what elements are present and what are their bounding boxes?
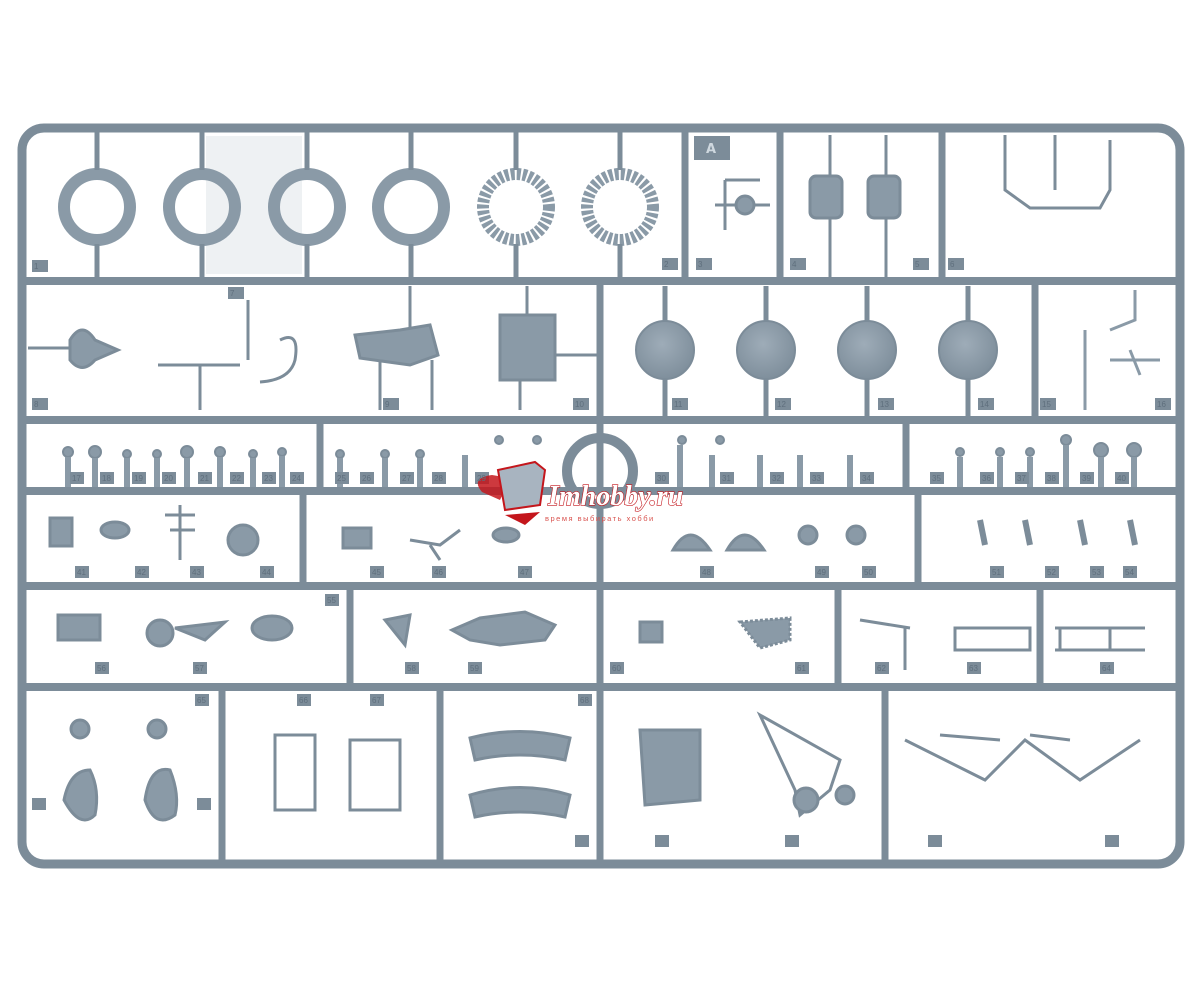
part-number: 47 (520, 568, 529, 577)
part-number: 12 (777, 400, 786, 409)
part-number: 67 (372, 696, 381, 705)
row3-stems (65, 445, 1137, 487)
part-number: 19 (134, 474, 143, 483)
tire-parts (58, 168, 659, 246)
part-number: 5 (915, 260, 920, 269)
part-number: 24 (292, 474, 301, 483)
part-number: 62 (877, 664, 886, 673)
part-number: 44 (262, 568, 271, 577)
part-number: 46 (434, 568, 443, 577)
part-number: 25 (337, 474, 346, 483)
vertical-runners (218, 128, 1044, 864)
disc-parts (635, 320, 998, 380)
row4-parts (48, 505, 1138, 561)
part-number: 1 (34, 262, 39, 271)
part-number: 53 (1092, 568, 1101, 577)
part-number: 59 (470, 664, 479, 673)
row3-knob-parts (62, 434, 1142, 459)
part-number: 21 (200, 474, 209, 483)
part-number: 30 (657, 474, 666, 483)
part-number: 3 (698, 260, 703, 269)
watermark-logo-icon (477, 460, 547, 525)
part-number: 10 (575, 400, 584, 409)
part-number: 11 (674, 400, 683, 409)
part-number: 8 (34, 400, 39, 409)
part-number: 41 (77, 568, 86, 577)
part-number: 57 (195, 664, 204, 673)
part-number: 40 (1117, 474, 1126, 483)
sprue-letter-tab (694, 136, 730, 160)
row1-small-parts (715, 135, 1112, 278)
part-number: 4 (792, 260, 797, 269)
part-number: 45 (372, 568, 381, 577)
part-number: 55 (327, 596, 336, 605)
part-number: 32 (772, 474, 781, 483)
part-number: 48 (702, 568, 711, 577)
part-number: 64 (1102, 664, 1111, 673)
part-number: 13 (880, 400, 889, 409)
watermark-tagline: время выбирать хобби (545, 514, 655, 523)
part-number: 27 (402, 474, 411, 483)
part-number: 51 (992, 568, 1001, 577)
part-number: 66 (299, 696, 308, 705)
part-number: 37 (1017, 474, 1026, 483)
part-number: 61 (797, 664, 806, 673)
part-number: 26 (362, 474, 371, 483)
part-number: 31 (722, 474, 731, 483)
part-number: 7 (230, 289, 235, 298)
part-number: 65 (197, 696, 206, 705)
disc-gates (662, 286, 971, 416)
part-number: 50 (864, 568, 873, 577)
watermark-text: Imhobby.ru (547, 481, 683, 512)
part-number: 2 (664, 260, 669, 269)
part-number: 52 (1047, 568, 1056, 577)
part-number: 38 (1047, 474, 1056, 483)
row2-right-parts (1083, 290, 1160, 410)
part-number: 34 (862, 474, 871, 483)
part-number: 20 (164, 474, 173, 483)
sprue-letter: A (706, 142, 716, 157)
part-number: 29 (477, 474, 486, 483)
tire-gates (94, 132, 623, 278)
part-number: 43 (192, 568, 201, 577)
part-number: 49 (817, 568, 826, 577)
part-number: 36 (982, 474, 991, 483)
part-number-tabs (32, 258, 1171, 847)
row2-parts (28, 286, 598, 410)
part-number: 58 (407, 664, 416, 673)
highlight-panel (206, 136, 302, 274)
part-number: 60 (612, 664, 621, 673)
center-ring (562, 433, 638, 509)
part-number: 35 (932, 474, 941, 483)
part-number: 6 (950, 260, 955, 269)
part-number: 22 (232, 474, 241, 483)
part-number: 33 (812, 474, 821, 483)
part-number: 14 (980, 400, 989, 409)
part-number: 28 (434, 474, 443, 483)
part-number: 63 (969, 664, 978, 673)
part-number: 23 (264, 474, 273, 483)
part-number: 17 (72, 474, 81, 483)
row5-parts (56, 610, 1145, 670)
part-number: 54 (1125, 568, 1134, 577)
part-number: 18 (102, 474, 111, 483)
part-number: 39 (1082, 474, 1091, 483)
part-number: 42 (137, 568, 146, 577)
row6-parts (62, 711, 1141, 822)
part-number: 16 (1157, 400, 1166, 409)
watermark: Imhobby.ru время выбирать хобби (477, 460, 684, 525)
part-number: 9 (385, 400, 390, 409)
part-number: 56 (97, 664, 106, 673)
part-number: 15 (1042, 400, 1051, 409)
part-number: 68 (580, 696, 589, 705)
